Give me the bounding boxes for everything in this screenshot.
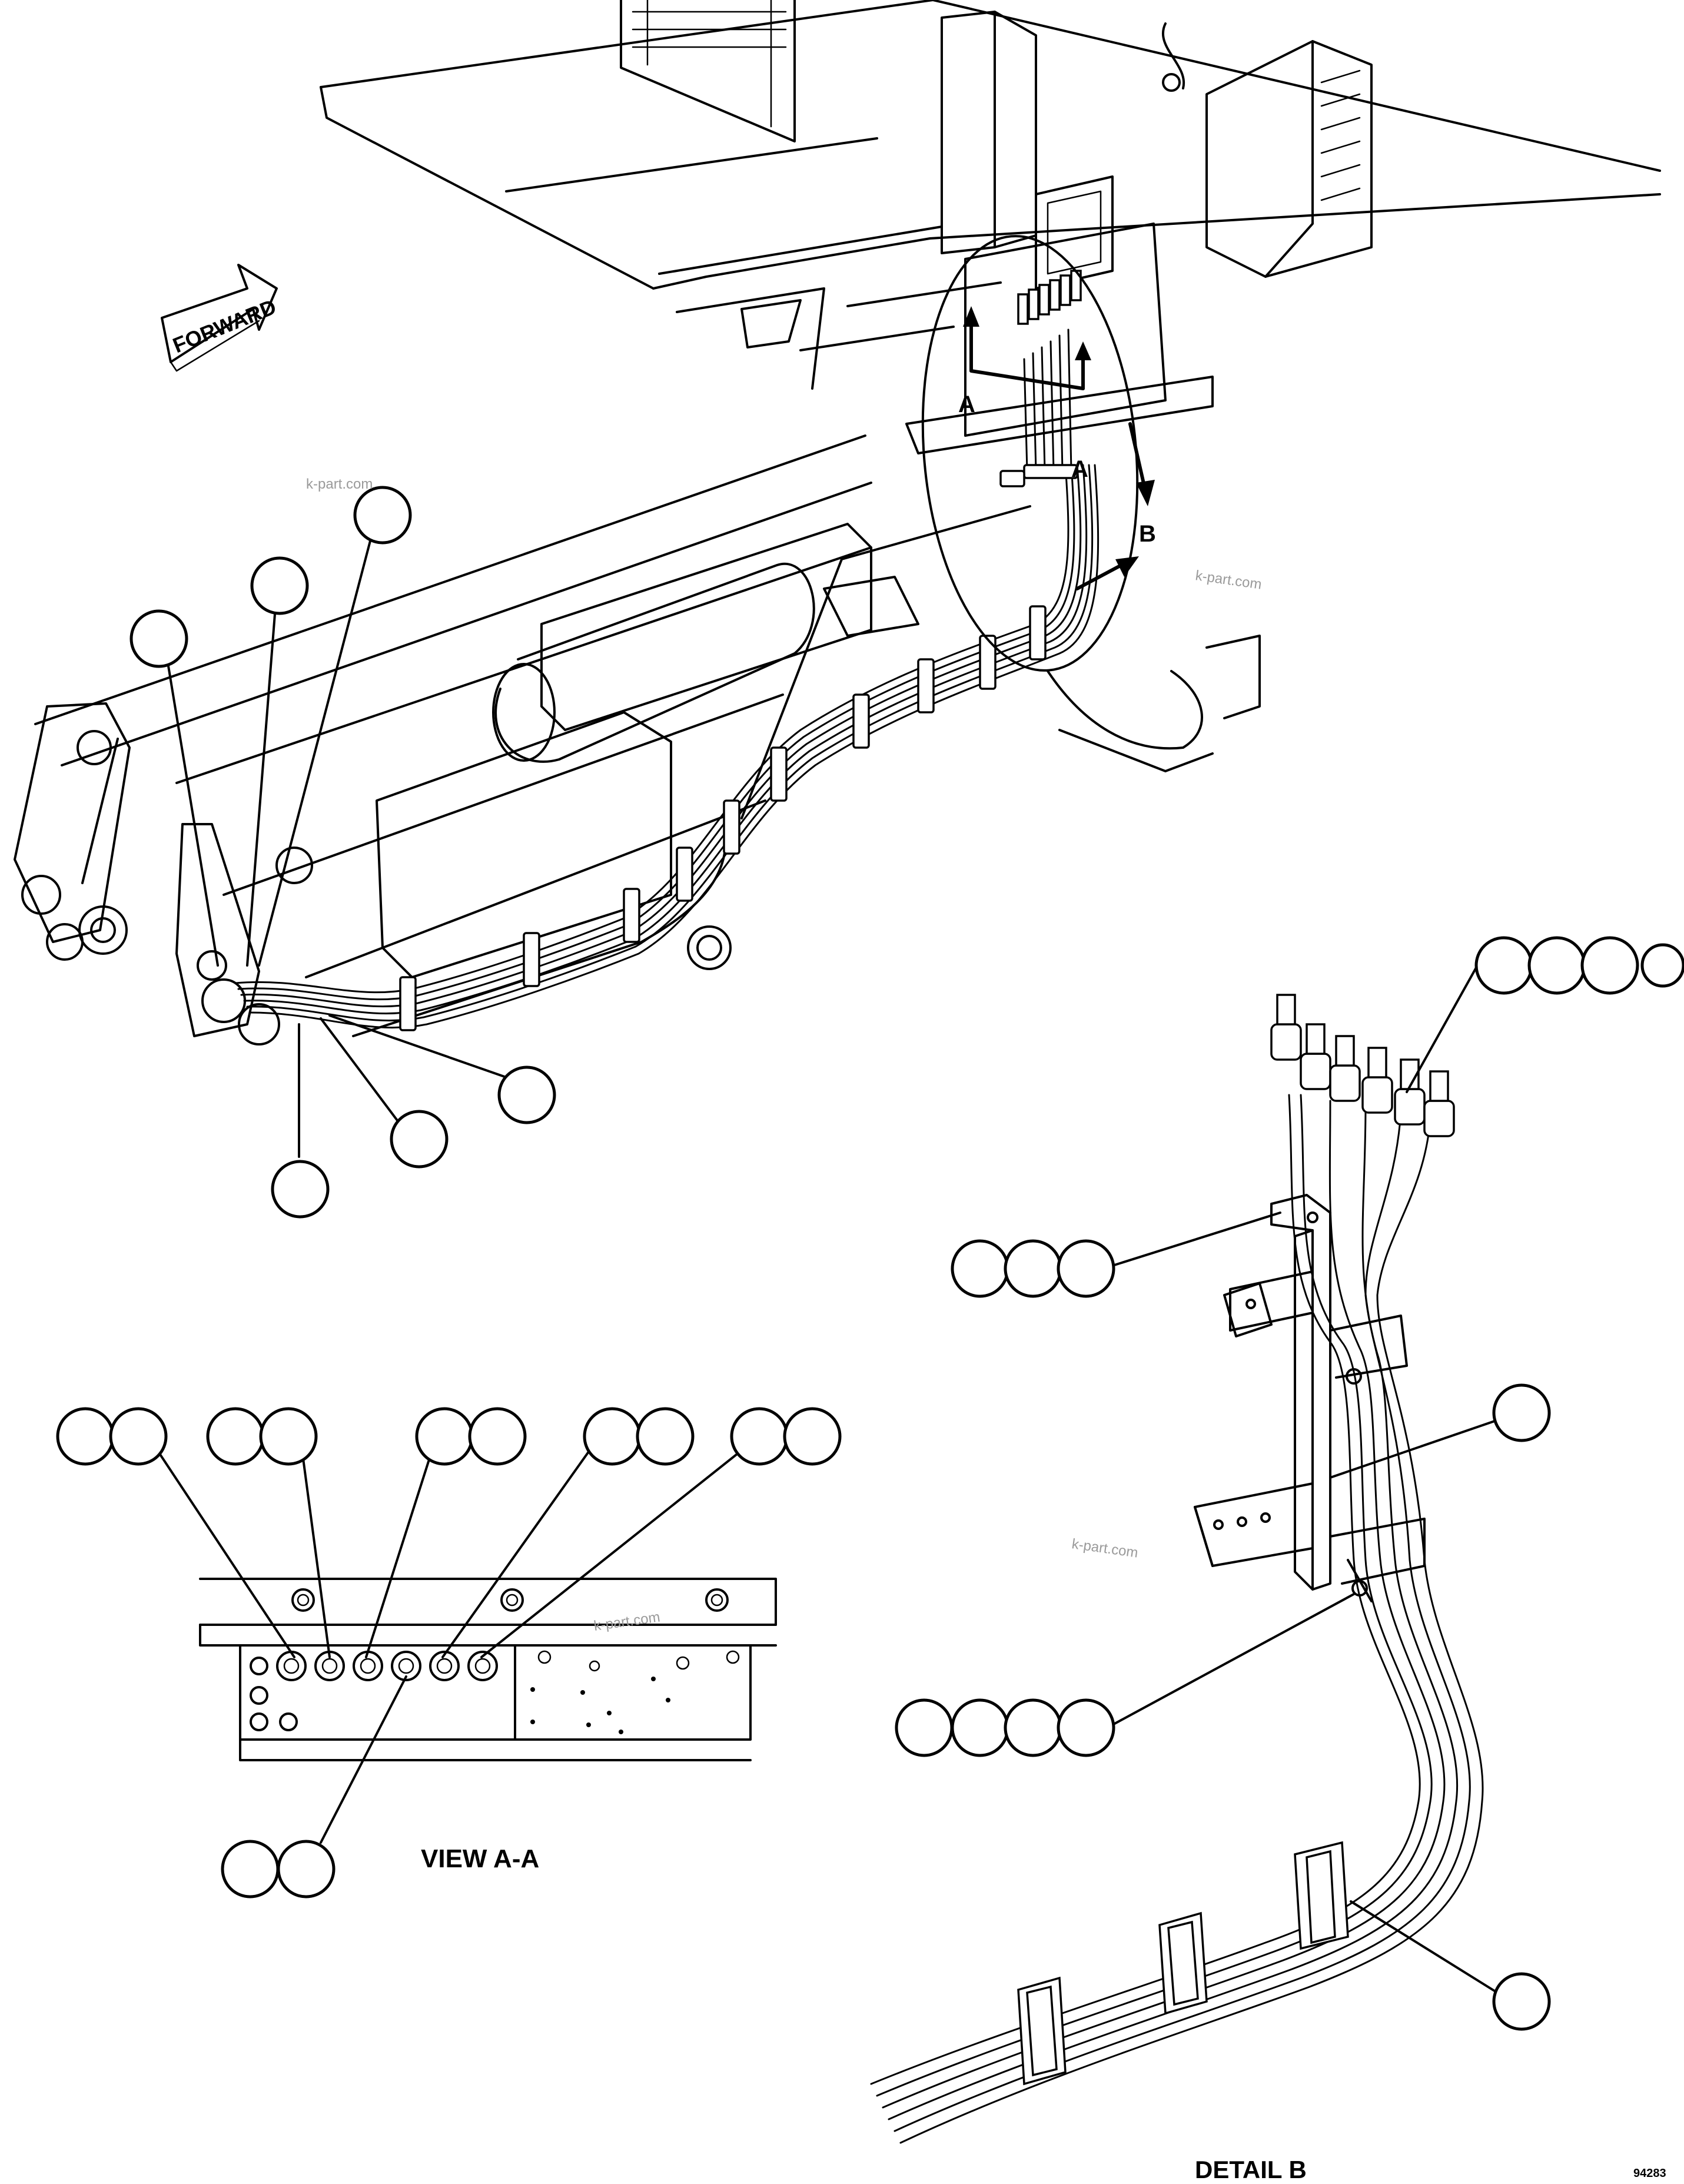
callout-detail-b-fittings-2 [1527, 936, 1586, 995]
callout-detail-b-fittings-4 [1640, 943, 1684, 988]
callout-boom-left-1 [129, 609, 188, 668]
detail-b-marker: B [921, 235, 1156, 672]
callout-detail-b-bolt-2 [951, 1698, 1009, 1757]
callout-view-aa-4a [583, 1407, 642, 1466]
section-a-right-label: A [1071, 456, 1088, 482]
callout-view-aa-2a [206, 1407, 265, 1466]
watermark-1: k-part.com [306, 476, 373, 492]
radiator-cooler [1161, 22, 1373, 278]
view-aa-title: VIEW A-A [421, 1844, 539, 1873]
watermark-4: k-part.com [593, 1609, 661, 1634]
section-a-left-label: A [958, 391, 975, 417]
callout-view-aa-1a [56, 1407, 115, 1466]
callout-detail-b-plate [1492, 1383, 1551, 1442]
detail-b-marker-label: B [1139, 521, 1156, 547]
callout-boom-left-2 [250, 556, 309, 615]
callout-detail-b-clamp [1492, 1972, 1551, 2031]
detail-b-hose-fittings [1270, 994, 1455, 1137]
callout-view-aa-6a [221, 1840, 280, 1898]
callout-boom-left-3 [353, 486, 412, 545]
callout-detail-b-bolt-1 [895, 1698, 954, 1757]
watermark-3: k-part.com [1071, 1536, 1139, 1561]
callout-detail-b-bracket-2 [1004, 1239, 1062, 1298]
callout-detail-b-fittings-1 [1474, 936, 1533, 995]
boom-assembly [14, 434, 1261, 1045]
section-a-a-marker: A A [958, 306, 1091, 482]
detail-b-lower-clamps [1017, 1841, 1349, 2086]
boom-hose-clamps [399, 464, 1078, 1031]
detail-b: DETAIL B 94283 [870, 936, 1684, 2183]
view-a-a: VIEW A-A [56, 1407, 842, 1898]
upper-deck [320, 0, 1661, 390]
valve-bank-fittings [1017, 270, 1082, 325]
callout-boom-end-2 [390, 1110, 449, 1169]
callout-detail-b-bracket-1 [951, 1239, 1009, 1298]
main-view-callouts [129, 486, 556, 1219]
callout-view-aa-1b [109, 1407, 168, 1466]
cab-structure [620, 0, 1037, 254]
callout-view-aa-3a [415, 1407, 474, 1466]
callout-view-aa-3b [468, 1407, 527, 1466]
valve-block-access-panel [905, 175, 1214, 454]
callout-view-aa-2b [259, 1407, 318, 1466]
detail-b-title: DETAIL B [1195, 2156, 1307, 2183]
callout-boom-end-1 [497, 1066, 556, 1124]
drawing-number: 94283 [1633, 2167, 1666, 2180]
callout-view-aa-4b [636, 1407, 695, 1466]
callout-view-aa-5b [783, 1407, 842, 1466]
forward-label: FORWARD [170, 294, 280, 357]
callout-detail-b-bracket-3 [1057, 1239, 1115, 1298]
callout-view-aa-6b [277, 1840, 336, 1898]
callout-view-aa-5a [730, 1407, 789, 1466]
detail-b-mounting-bracket [1194, 1194, 1426, 1602]
callout-detail-b-bolt-3 [1004, 1698, 1062, 1757]
watermark-2: k-part.com [1194, 567, 1263, 593]
forward-arrow: FORWARD [161, 264, 280, 372]
callout-detail-b-bolt-4 [1057, 1698, 1115, 1757]
callout-detail-b-fittings-3 [1580, 936, 1639, 995]
callout-boom-end-3 [271, 1160, 330, 1219]
